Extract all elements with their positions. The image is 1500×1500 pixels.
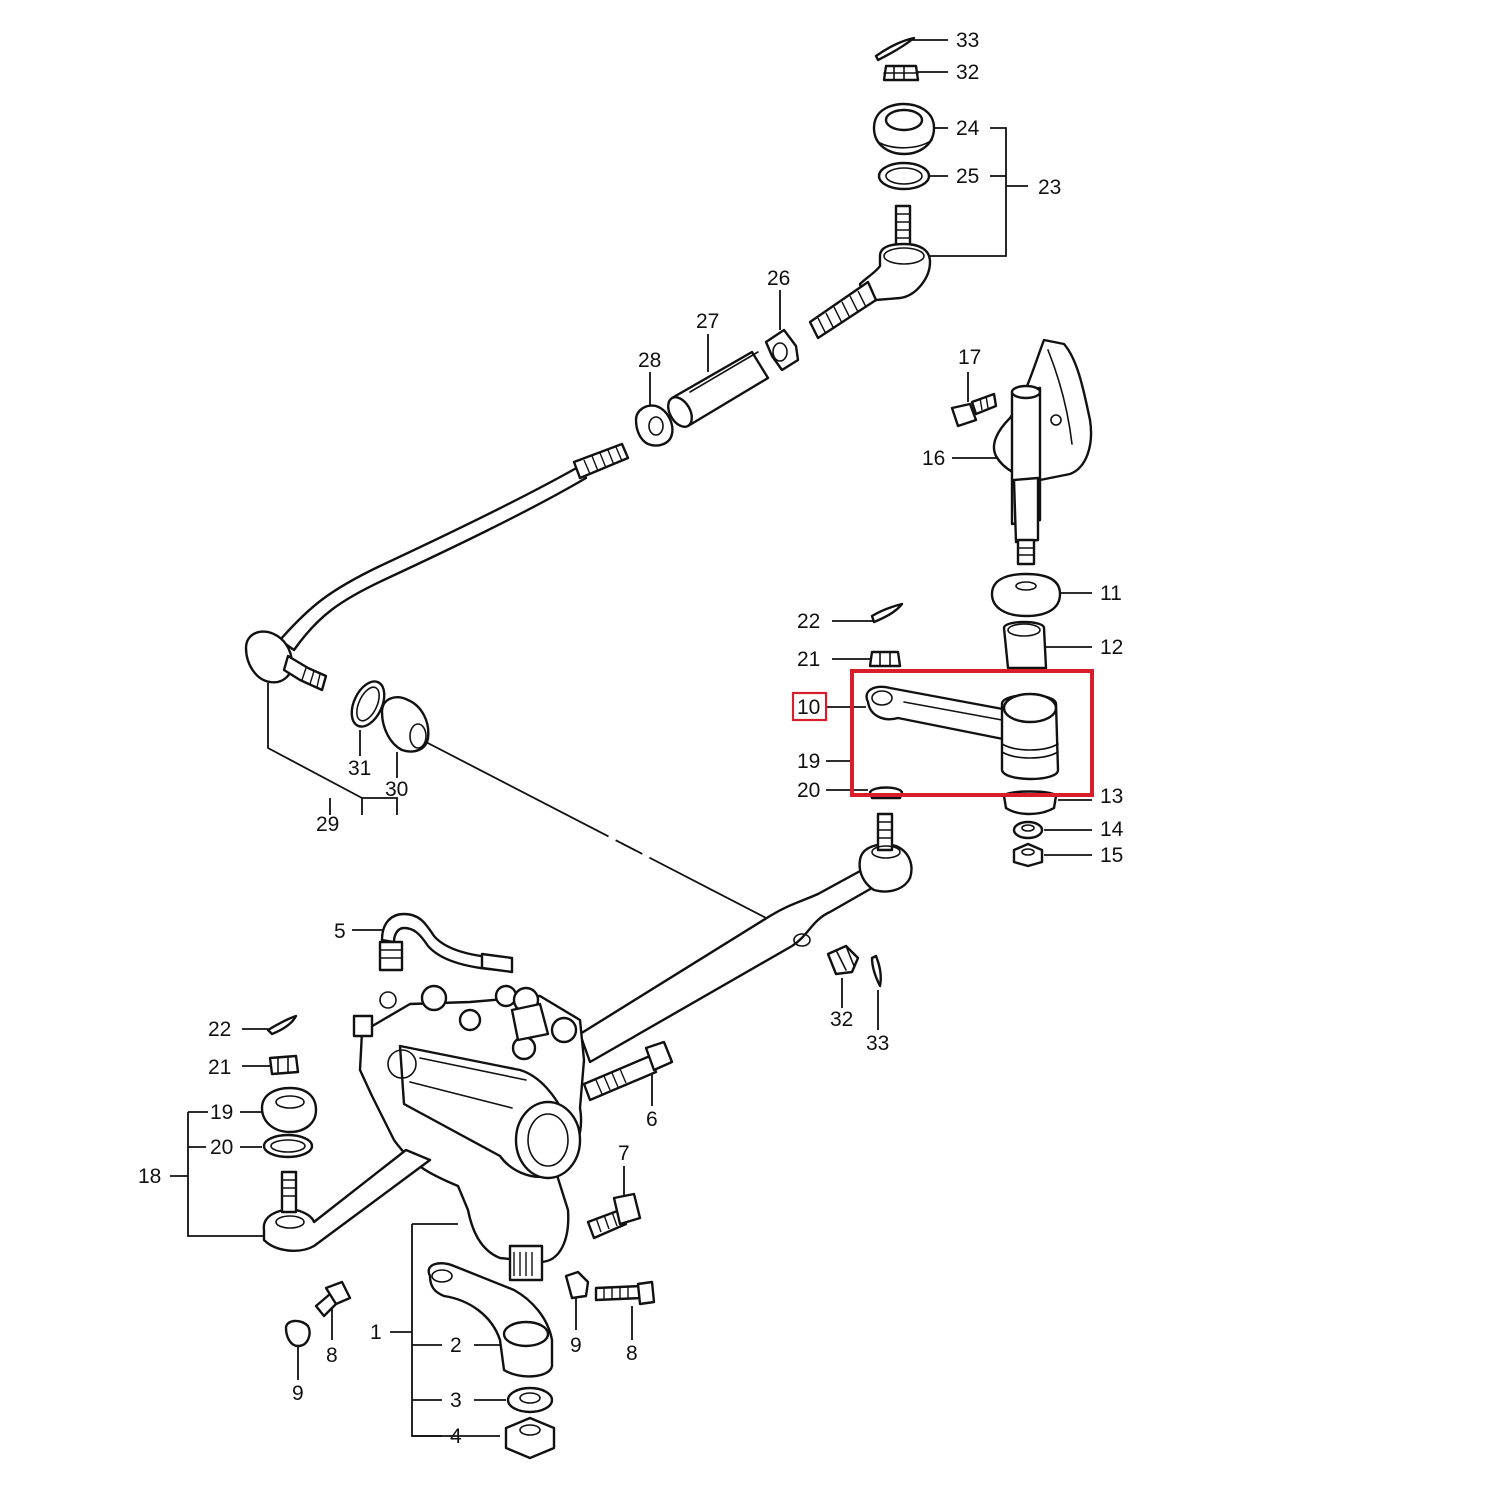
callout-19: 19	[797, 750, 820, 773]
cotter-pin-33-top	[874, 36, 916, 62]
nut-9-right	[564, 1270, 590, 1300]
dust-boot-24	[872, 102, 936, 156]
callout-31: 31	[348, 757, 371, 780]
callout-33-lower: 33	[866, 1032, 889, 1055]
bolt-17	[950, 392, 998, 428]
feed-tube-5	[378, 912, 514, 974]
nut-4	[504, 1416, 556, 1460]
nut-9-left	[284, 1319, 311, 1348]
callout-17: 17	[958, 346, 981, 369]
callout-13: 13	[1100, 785, 1123, 808]
highlight-frame-idler-arm	[850, 669, 1094, 797]
callout-10: 10	[797, 696, 820, 719]
callout-23: 23	[1038, 176, 1061, 199]
nut-15	[1012, 842, 1044, 868]
cotter-pin-22-left	[266, 1014, 298, 1036]
clip-ring-25	[877, 161, 931, 191]
idler-bracket-16	[992, 338, 1093, 566]
callout-20: 20	[797, 779, 820, 802]
bolt-8-left	[314, 1280, 352, 1318]
callout-9-left: 9	[292, 1382, 304, 1405]
callout-24: 24	[956, 117, 980, 140]
callout-19-left: 19	[210, 1101, 233, 1124]
callout-2: 2	[450, 1334, 462, 1357]
callout-22-left: 22	[208, 1018, 231, 1041]
callout-30: 30	[385, 778, 408, 801]
callout-15: 15	[1100, 844, 1123, 867]
dust-boot-19-left	[260, 1086, 318, 1134]
callout-21: 21	[797, 648, 820, 671]
lock-nut-26	[764, 328, 800, 372]
callout-7: 7	[618, 1142, 630, 1165]
highlight-frame-callout-10	[791, 691, 828, 722]
callout-1: 1	[370, 1321, 382, 1344]
callout-20-left: 20	[210, 1136, 233, 1159]
castle-nut-21-left	[268, 1054, 300, 1076]
callout-9-right: 9	[570, 1334, 582, 1357]
leader-lines	[170, 39, 1092, 1437]
adjusting-tube-27	[667, 350, 770, 428]
callout-16: 16	[922, 447, 945, 470]
cotter-pin-33-lower	[870, 954, 882, 988]
callout-26: 26	[767, 267, 790, 290]
bolt-7	[586, 1192, 642, 1240]
callout-11: 11	[1100, 582, 1122, 605]
callout-12: 12	[1100, 636, 1123, 659]
clip-ring-20-left	[262, 1133, 314, 1159]
castle-nut-32-top	[882, 64, 920, 82]
steering-gear-box-1	[352, 984, 586, 1282]
callout-22: 22	[797, 610, 820, 633]
relay-rod	[578, 812, 913, 1064]
callout-5: 5	[334, 920, 346, 943]
pitman-arm-2	[427, 1262, 554, 1378]
callout-14: 14	[1100, 818, 1124, 841]
idler-arm-10	[865, 685, 1060, 781]
clip-ring-31	[350, 680, 386, 728]
callout-8-right: 8	[626, 1342, 638, 1365]
callout-27: 27	[696, 310, 719, 333]
washer-3	[506, 1386, 554, 1414]
tie-rod-end-18	[262, 1148, 432, 1252]
bolt-8-right	[594, 1280, 656, 1306]
callout-29: 29	[316, 813, 339, 836]
threaded-rod-upper	[808, 280, 878, 340]
callout-4: 4	[450, 1425, 462, 1448]
callout-32-lower: 32	[830, 1008, 853, 1031]
callout-6: 6	[646, 1108, 658, 1131]
dust-boot-30	[380, 696, 430, 753]
callout-3: 3	[450, 1389, 462, 1412]
callout-8-left: 8	[326, 1344, 338, 1367]
callout-32: 32	[956, 61, 979, 84]
cotter-pin-22-top	[870, 602, 904, 624]
callout-18: 18	[138, 1165, 161, 1188]
bushing-12	[1002, 620, 1048, 670]
washer-11	[990, 572, 1062, 618]
bolt-6	[582, 1040, 674, 1102]
callout-labels: 33 32 24 25 23 26 27 28 17 16 11 12 22 2…	[138, 29, 1124, 1448]
washer-14	[1012, 820, 1044, 840]
drag-rod-29	[244, 442, 630, 692]
tie-rod-end-23	[858, 204, 932, 302]
callout-25: 25	[956, 165, 979, 188]
castle-nut-32-lower	[826, 944, 860, 976]
lock-nut-28	[634, 404, 674, 447]
callout-21-left: 21	[208, 1056, 231, 1079]
castle-nut-21-top	[868, 650, 902, 668]
callout-28: 28	[638, 349, 661, 372]
callout-33: 33	[956, 29, 979, 52]
seal-13	[1002, 790, 1058, 816]
